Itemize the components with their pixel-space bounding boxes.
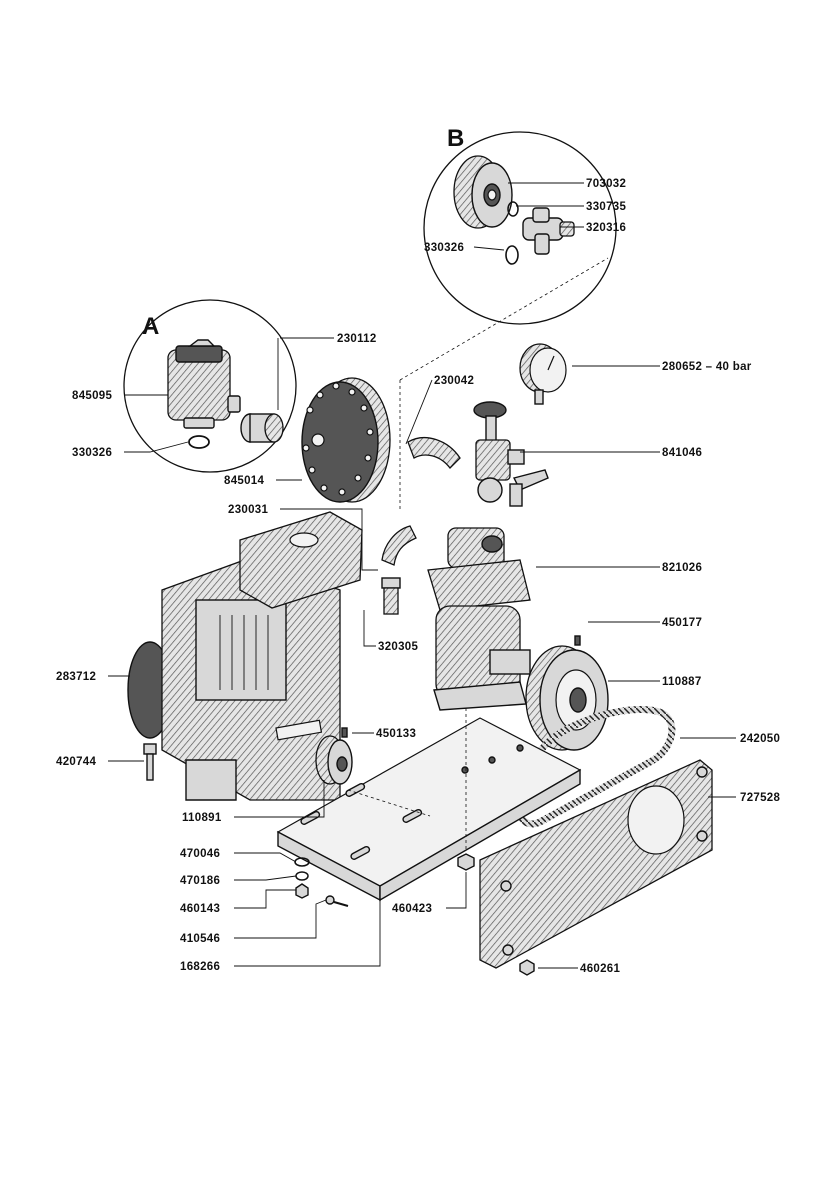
label-460261: 460261 <box>580 963 620 975</box>
label-320316: 320316 <box>586 222 626 234</box>
label-845014: 845014 <box>224 475 264 487</box>
label-821026: 821026 <box>662 562 702 574</box>
label-168266: 168266 <box>180 961 220 973</box>
label-450177: 450177 <box>662 617 702 629</box>
fitting-320305-part <box>382 578 400 614</box>
nut-460143-part <box>296 884 308 898</box>
label-841046: 841046 <box>662 447 702 459</box>
label-110891: 110891 <box>182 812 222 824</box>
label-330326-b: 330326 <box>424 242 464 254</box>
label-470186: 470186 <box>180 875 220 887</box>
label-727528: 727528 <box>740 792 780 804</box>
label-420744: 420744 <box>56 756 96 768</box>
fitting-230112-part <box>241 414 283 442</box>
label-320305: 320305 <box>378 641 418 653</box>
inset-a-letter: A <box>142 313 159 340</box>
inset-b-letter: B <box>447 125 464 152</box>
label-450133: 450133 <box>376 728 416 740</box>
pressure-gauge-280652-part <box>520 344 566 404</box>
label-703032: 703032 <box>586 178 626 190</box>
label-470046: 470046 <box>180 848 220 860</box>
label-460143: 460143 <box>180 903 220 915</box>
valve-841046-part <box>474 402 548 506</box>
pulley-110891-part <box>316 736 352 784</box>
label-283712: 283712 <box>56 671 96 683</box>
label-330326-a: 330326 <box>72 447 112 459</box>
label-242050: 242050 <box>740 733 780 745</box>
label-410546: 410546 <box>180 933 220 945</box>
washer-470186-part <box>296 872 308 880</box>
label-845095: 845095 <box>72 390 112 402</box>
nut-460423-part <box>458 854 474 870</box>
elbow-230042-part <box>408 438 460 468</box>
set-screw-450133-part <box>342 728 347 737</box>
bolt-420744-part <box>144 744 156 780</box>
filter-845095-part <box>168 340 240 428</box>
label-230031: 230031 <box>228 504 268 516</box>
screw-410546-part <box>326 896 348 906</box>
label-230112: 230112 <box>337 333 377 345</box>
pump-cover-845014-part <box>302 378 390 502</box>
pump-body-821026-part <box>428 528 530 710</box>
inset-a: A <box>124 300 296 472</box>
label-460423: 460423 <box>392 903 432 915</box>
label-280652: 280652 – 40 bar <box>662 361 752 373</box>
label-110887: 110887 <box>662 676 702 688</box>
nut-460261-part <box>520 960 534 975</box>
elbow-230031-part <box>382 526 416 565</box>
label-330735: 330735 <box>586 201 626 213</box>
label-230042: 230042 <box>434 375 474 387</box>
pulley-110887-part <box>526 646 608 750</box>
set-screw-450177-part <box>575 636 580 645</box>
